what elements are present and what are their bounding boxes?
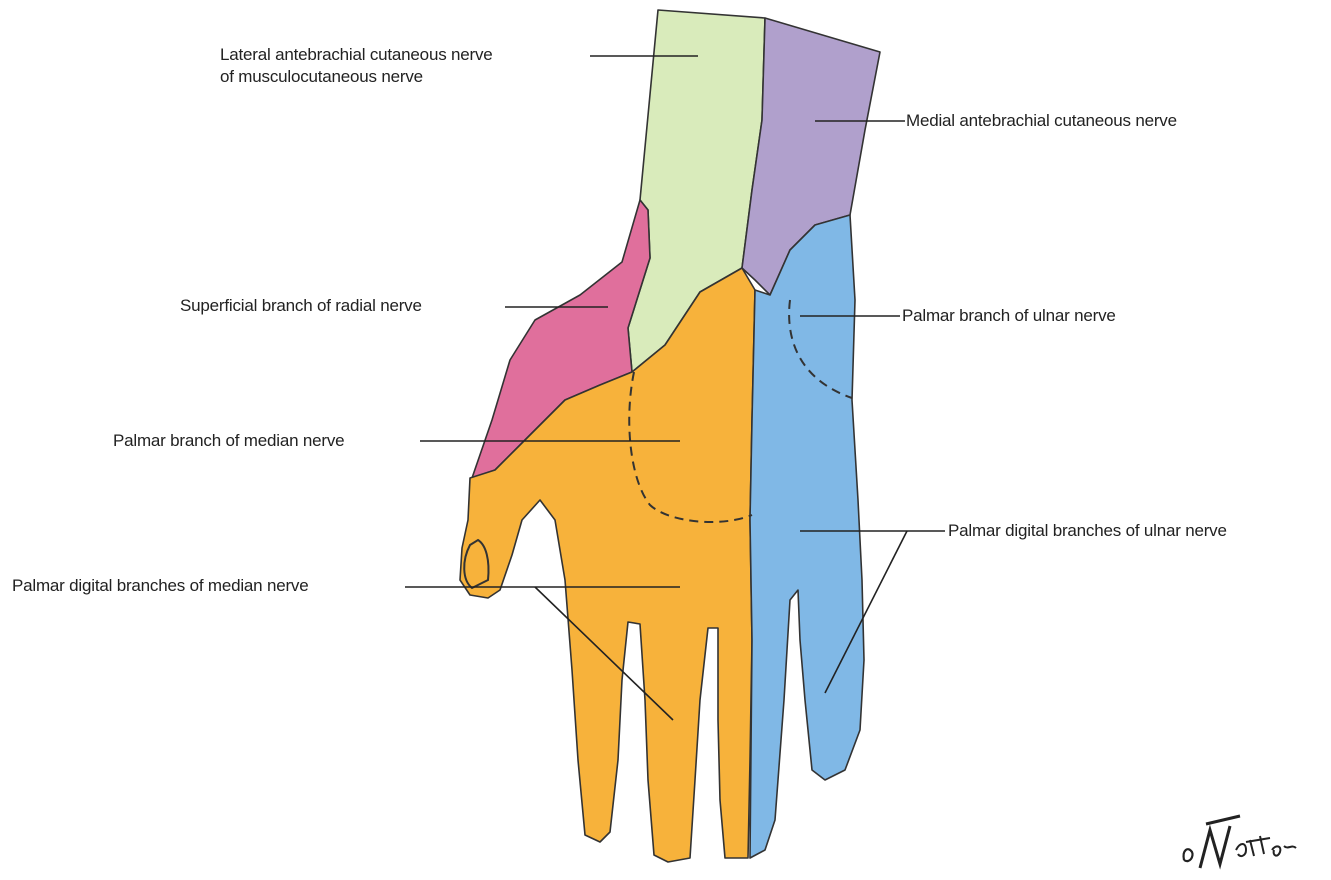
label-superficial-radial: Superficial branch of radial nerve xyxy=(180,295,422,317)
label-medial-antebrachial: Medial antebrachial cutaneous nerve xyxy=(906,110,1177,132)
label-lateral-antebrachial: Lateral antebrachial cutaneous nerve of … xyxy=(220,44,493,88)
label-palmar-ulnar: Palmar branch of ulnar nerve xyxy=(902,305,1116,327)
label-lateral-antebrachial-line2: of musculocutaneous nerve xyxy=(220,66,493,88)
ulnar-nerve-region xyxy=(750,215,864,858)
netter-signature xyxy=(1184,816,1296,868)
label-lateral-antebrachial-line1: Lateral antebrachial cutaneous nerve xyxy=(220,44,493,66)
label-palmar-digital-ulnar: Palmar digital branches of ulnar nerve xyxy=(948,520,1227,542)
label-palmar-median: Palmar branch of median nerve xyxy=(113,430,344,452)
label-palmar-digital-median: Palmar digital branches of median nerve xyxy=(12,575,308,597)
